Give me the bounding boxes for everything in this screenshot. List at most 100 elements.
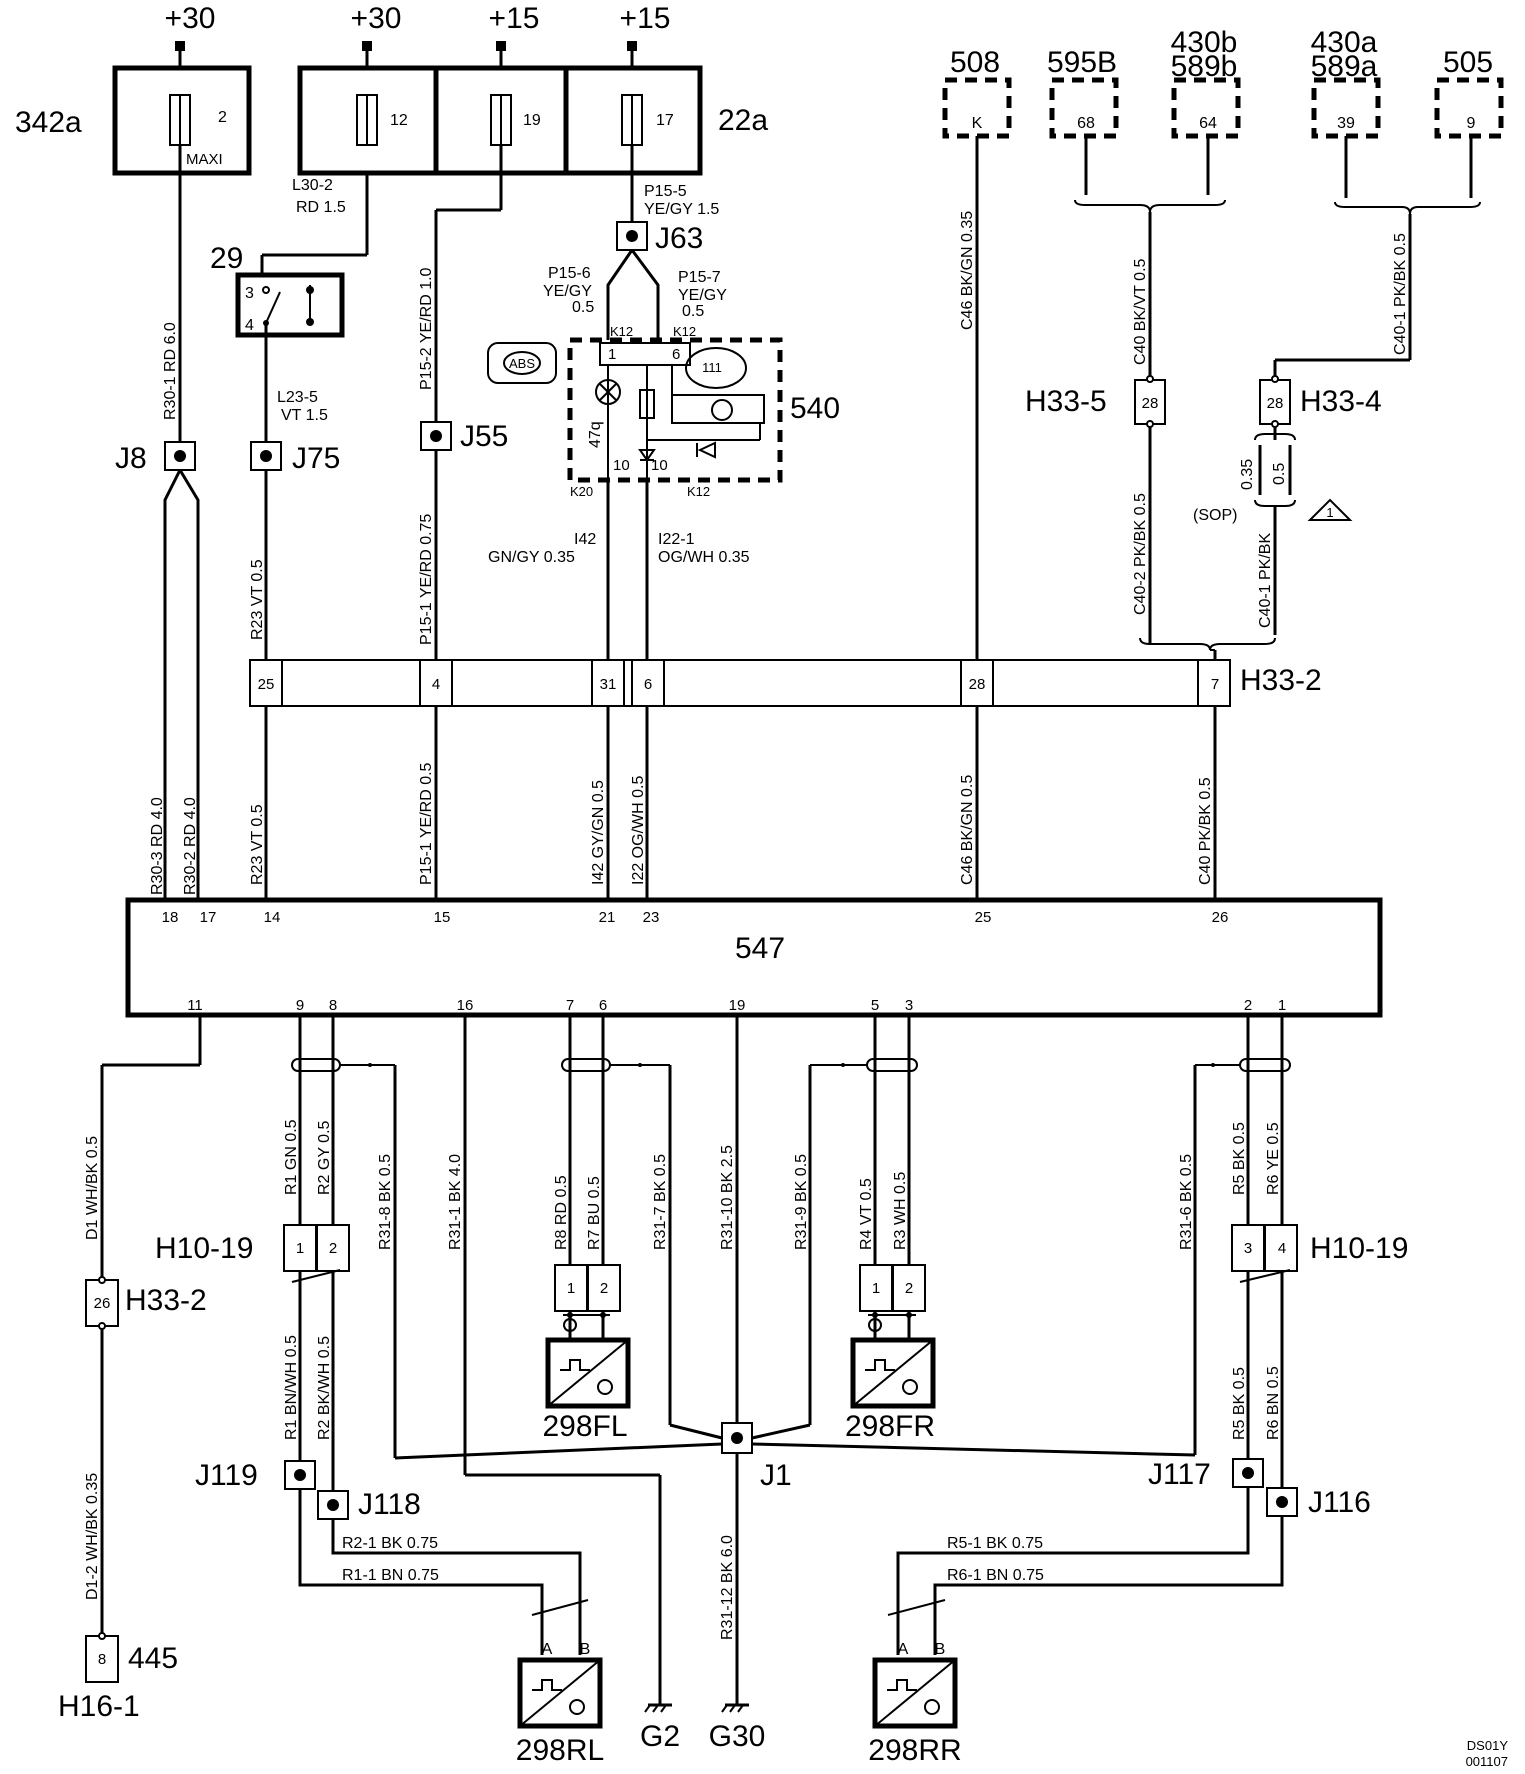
warning-bulb-icon [595, 379, 621, 405]
footer: DS01Y 001107 [1466, 1738, 1509, 1769]
junction-j1-ground: R31-10 BK 2.5 J1 R31-12 BK 6.0 G30 [394, 1015, 1196, 1753]
gauge-icon [685, 347, 747, 389]
fr-pin-2: 2 [905, 1280, 913, 1297]
connector-h33-4: H33-4 [1300, 385, 1382, 418]
fuse-box-342a: 342a 2 MAXI [15, 65, 252, 176]
connector-h33-2-bar: 25 4 31 6 28 7 H33-2 [249, 659, 1322, 707]
module-508-pin: K [972, 115, 983, 132]
module-445-label: 445 [128, 1642, 178, 1675]
ecu-pin-26: 26 [1212, 909, 1229, 926]
left-power-lines: R30-1 RD 6.0 J8 R30-3 RD 4.0 R30-2 RD 4.… [115, 145, 200, 900]
abs-k12-b: K12 [673, 324, 696, 339]
wire-r31-9: R31-9 BK 0.5 [793, 1154, 810, 1250]
wire-c40-2: C40-2 PK/BK 0.5 [1132, 493, 1149, 615]
ecu-pin-7: 7 [566, 997, 574, 1014]
module-595b-pin: 68 [1077, 115, 1095, 132]
fr-pin-1: 1 [872, 1280, 880, 1297]
wire-p15-6-size: 0.5 [572, 299, 594, 316]
sensor-298rr: 298RR [868, 1734, 961, 1767]
wire-i22-1-spec: OG/WH 0.35 [658, 549, 750, 566]
sensor-298fl: 298FL [542, 1410, 627, 1443]
module-430b-label: 430b [1171, 26, 1238, 59]
ecu-pin-25: 25 [975, 909, 992, 926]
junction-j1: J1 [760, 1459, 792, 1492]
connector-h16-1: H16-1 [58, 1690, 140, 1723]
junction-j75: J75 [292, 442, 340, 475]
wire-i22-mid: I22 OG/WH 0.5 [630, 776, 647, 885]
abs-pin-10-b: 10 [651, 457, 668, 474]
ecu-pin-23: 23 [643, 909, 660, 926]
ecu-pin-6: 6 [599, 997, 607, 1014]
wire-r3: R3 WH 0.5 [892, 1172, 909, 1250]
wire-p15-6: P15-6 [548, 265, 591, 282]
abs-unit-540-label: 540 [790, 392, 840, 425]
sensor-298rl-group: A B 298RL [516, 1641, 604, 1767]
wire-c40-1-top: C40-1 PK/BK 0.5 [1392, 233, 1409, 355]
rl-pin-a: A [542, 1641, 553, 1658]
ecu-pin-11: 11 [187, 997, 203, 1014]
gauge-label: 111 [702, 360, 722, 375]
rr-pin-b: B [935, 1641, 946, 1658]
rr-pin-a: A [898, 1641, 909, 1658]
fuse-17-label: 17 [656, 112, 674, 129]
wire-p15-7-color: YE/GY [678, 287, 727, 304]
wire-size-035: 0.35 [1239, 459, 1256, 490]
wire-size-05: 0.5 [1271, 463, 1288, 485]
h33-2-pin-7: 7 [1211, 676, 1219, 693]
rl-pin-b: B [580, 1641, 591, 1658]
rear-left-circuit: R1 GN 0.5 R2 GY 0.5 R31-8 BK 0.5 1 2 H10… [155, 1015, 589, 1655]
module-430a-label: 430a [1311, 26, 1378, 59]
ecu-pin-15: 15 [434, 909, 451, 926]
wire-r1-1: R1-1 BN 0.75 [342, 1567, 439, 1584]
wire-r4: R4 VT 0.5 [858, 1178, 875, 1250]
wire-c40-1-bottom: C40-1 PK/BK [1257, 533, 1274, 628]
abs-pin-1: 1 [608, 346, 616, 363]
ecu-pin-16: 16 [457, 997, 474, 1014]
wire-p15-2: P15-2 YE/RD 1.0 [418, 267, 435, 390]
switch-29-label: 29 [210, 242, 243, 275]
connector-h10-19-left: H10-19 [155, 1232, 253, 1265]
connector-h10-19-right: H10-19 [1310, 1232, 1408, 1265]
sensor-298rl: 298RL [516, 1734, 604, 1767]
module-430a-pin: 39 [1337, 115, 1355, 132]
ecu-pin-8: 8 [329, 997, 337, 1014]
fuse-19-label: 19 [523, 112, 541, 129]
fl-pin-2: 2 [600, 1280, 608, 1297]
line-p15-2: P15-2 YE/RD 1.0 J55 P15-1 YE/RD 0.75 [418, 145, 508, 660]
wire-r2-1: R2-1 BK 0.75 [342, 1535, 438, 1552]
wire-r31-8: R31-8 BK 0.5 [377, 1154, 394, 1250]
h33-2-pin-4: 4 [432, 676, 440, 693]
junction-j8: J8 [115, 442, 147, 475]
wire-d1-2: D1-2 WH/BK 0.35 [84, 1473, 101, 1600]
h33-2-pin-28: 28 [969, 676, 986, 693]
note-triangle-icon [1307, 498, 1353, 521]
wire-p15-5-spec: YE/GY 1.5 [644, 201, 719, 218]
fuse-box-342a-label: 342a [15, 106, 82, 139]
h33-5-pin: 28 [1142, 395, 1159, 412]
sensor-298fr: 298FR [845, 1410, 935, 1443]
wire-r23-top: R23 VT 0.5 [249, 559, 266, 640]
front-left-circuit: R8 RD 0.5 R7 BU 0.5 R31-7 BK 0.5 1 2 298… [542, 1015, 672, 1443]
fuse-2-label: 2 [218, 109, 227, 126]
h10-19-pin-2: 2 [329, 1240, 337, 1257]
wire-p15-5: P15-5 [644, 183, 687, 200]
connector-h33-2: H33-2 [1240, 664, 1322, 697]
note-triangle-num: 1 [1326, 505, 1333, 520]
wire-r31-12: R31-12 BK 6.0 [719, 1535, 736, 1640]
line-c46: C46 BK/GN 0.35 [959, 136, 979, 660]
junction-j117: J117 [1148, 1458, 1211, 1491]
wire-r1-bnwh: R1 BN/WH 0.5 [283, 1335, 300, 1440]
sop-note: (SOP) [1193, 507, 1237, 524]
wire-r6-1: R6-1 BN 0.75 [947, 1567, 1044, 1584]
wire-i42: I42 [574, 531, 596, 548]
abs-k12-a: K12 [610, 324, 633, 339]
ecu-pin-2: 2 [1244, 997, 1252, 1014]
ecu-pin-3: 3 [905, 997, 913, 1014]
abs-pin-10-a: 10 [613, 457, 630, 474]
wire-d1: D1 WH/BK 0.5 [84, 1136, 101, 1240]
wire-r30-3: R30-3 RD 4.0 [149, 797, 166, 895]
h10-19-pin-3: 3 [1244, 1240, 1252, 1257]
wire-i42-spec: GN/GY 0.35 [488, 549, 575, 566]
h10-19-pin-4: 4 [1278, 1240, 1286, 1257]
wire-r31-1: R31-1 BK 4.0 [447, 1154, 464, 1250]
